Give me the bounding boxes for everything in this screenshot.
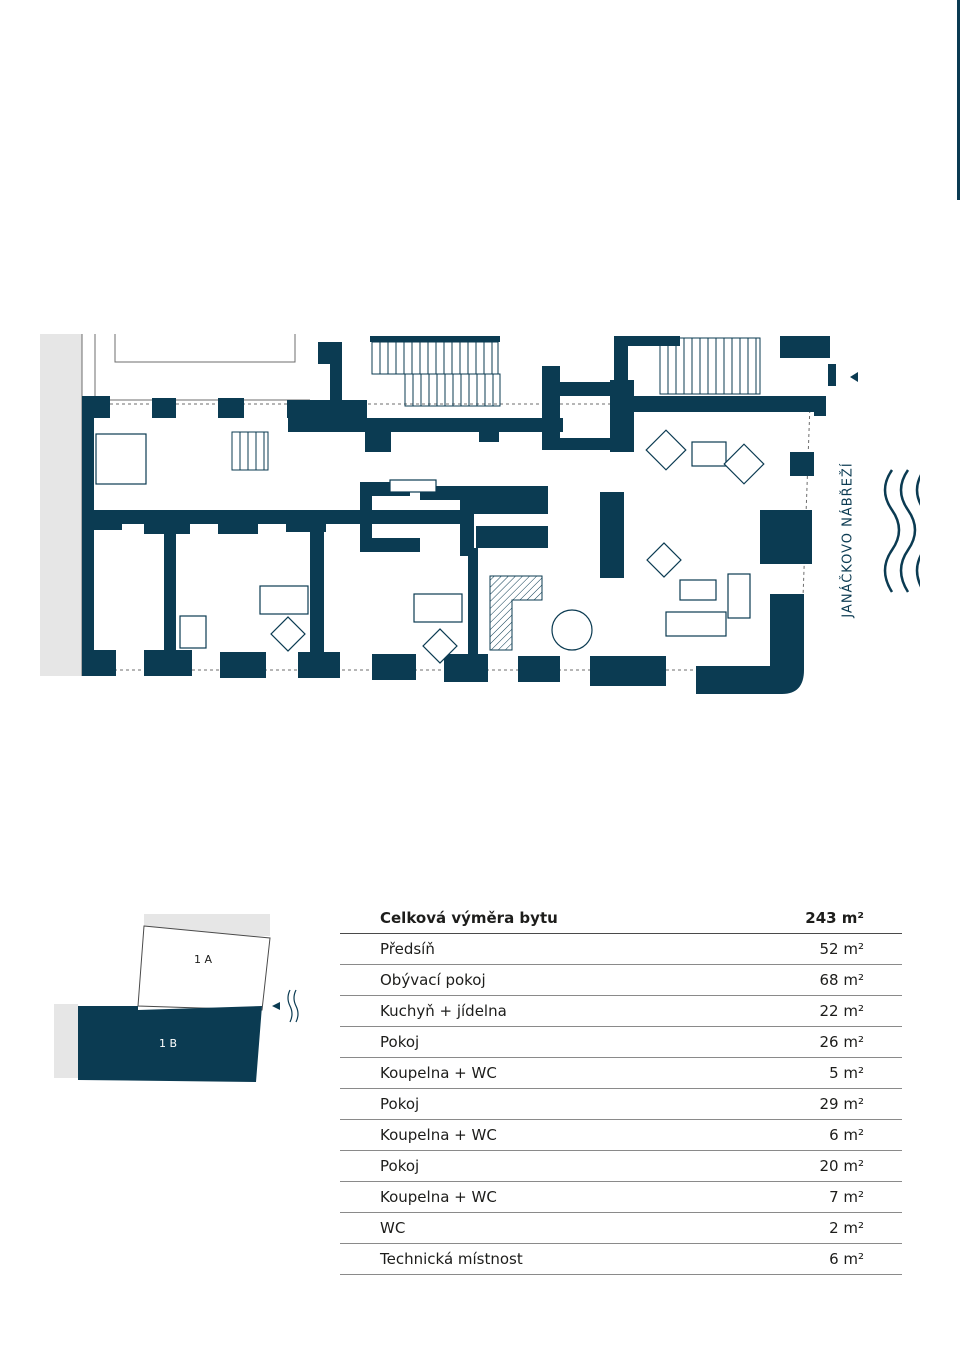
room-area: 5 m²: [829, 1064, 864, 1082]
room-name: Obývací pokoj: [380, 971, 486, 989]
room-area: 68 m²: [819, 971, 864, 989]
room-area: 29 m²: [819, 1095, 864, 1113]
street-label: JANÁČKOVO NÁBŘEŽÍ: [840, 462, 856, 618]
area-total-value: 243 m²: [805, 908, 864, 927]
area-row: WC 2 m²: [340, 1213, 902, 1244]
area-row: Koupelna + WC 7 m²: [340, 1182, 902, 1213]
area-row: Pokoj 26 m²: [340, 1027, 902, 1058]
room-name: Předsíň: [380, 940, 435, 958]
floor-plan: [40, 334, 920, 694]
room-name: Koupelna + WC: [380, 1064, 497, 1082]
room-area: 2 m²: [829, 1219, 864, 1237]
unit-1a-outline: [137, 925, 271, 1011]
room-name: WC: [380, 1219, 406, 1237]
room-area: 7 m²: [829, 1188, 864, 1206]
area-total-row: Celková výměra bytu 243 m²: [340, 902, 902, 934]
edge-accent-bar: [957, 0, 960, 200]
keyplan-label-unit-b: 1 B: [159, 1037, 178, 1050]
entrance-marker: [850, 372, 858, 382]
area-row: Obývací pokoj 68 m²: [340, 965, 902, 996]
area-row: Koupelna + WC 6 m²: [340, 1120, 902, 1151]
neighbour-shade: [40, 334, 82, 676]
area-row: Pokoj 20 m²: [340, 1151, 902, 1182]
keyplan-label-unit-a: 1 A: [194, 953, 213, 966]
room-area: 26 m²: [819, 1033, 864, 1051]
area-total-label: Celková výměra bytu: [380, 908, 558, 927]
room-name: Kuchyň + jídelna: [380, 1002, 507, 1020]
furniture: [95, 429, 765, 664]
room-name: Pokoj: [380, 1095, 420, 1113]
area-row: Pokoj 29 m²: [340, 1089, 902, 1120]
area-row: Koupelna + WC 5 m²: [340, 1058, 902, 1089]
room-name: Technická místnost: [380, 1250, 523, 1268]
area-row: Kuchyň + jídelna 22 m²: [340, 996, 902, 1027]
keyplan-entrance-marker: [272, 1002, 280, 1010]
kitchen-counter: [489, 575, 543, 651]
walls: [82, 336, 836, 694]
area-row: Technická místnost 6 m²: [340, 1244, 902, 1275]
room-name: Koupelna + WC: [380, 1188, 497, 1206]
room-area: 20 m²: [819, 1157, 864, 1175]
room-area: 6 m²: [829, 1126, 864, 1144]
room-name: Pokoj: [380, 1157, 420, 1175]
room-name: Koupelna + WC: [380, 1126, 497, 1144]
area-row: Předsíň 52 m²: [340, 934, 902, 965]
unit-1b-shape: [78, 1006, 262, 1082]
room-area: 6 m²: [829, 1250, 864, 1268]
keyplan-water-waves: [287, 989, 299, 1023]
water-waves: [883, 469, 920, 593]
stairs: [231, 337, 761, 471]
room-name: Pokoj: [380, 1033, 420, 1051]
room-area: 52 m²: [819, 940, 864, 958]
room-area: 22 m²: [819, 1002, 864, 1020]
key-plan: [54, 914, 299, 1082]
